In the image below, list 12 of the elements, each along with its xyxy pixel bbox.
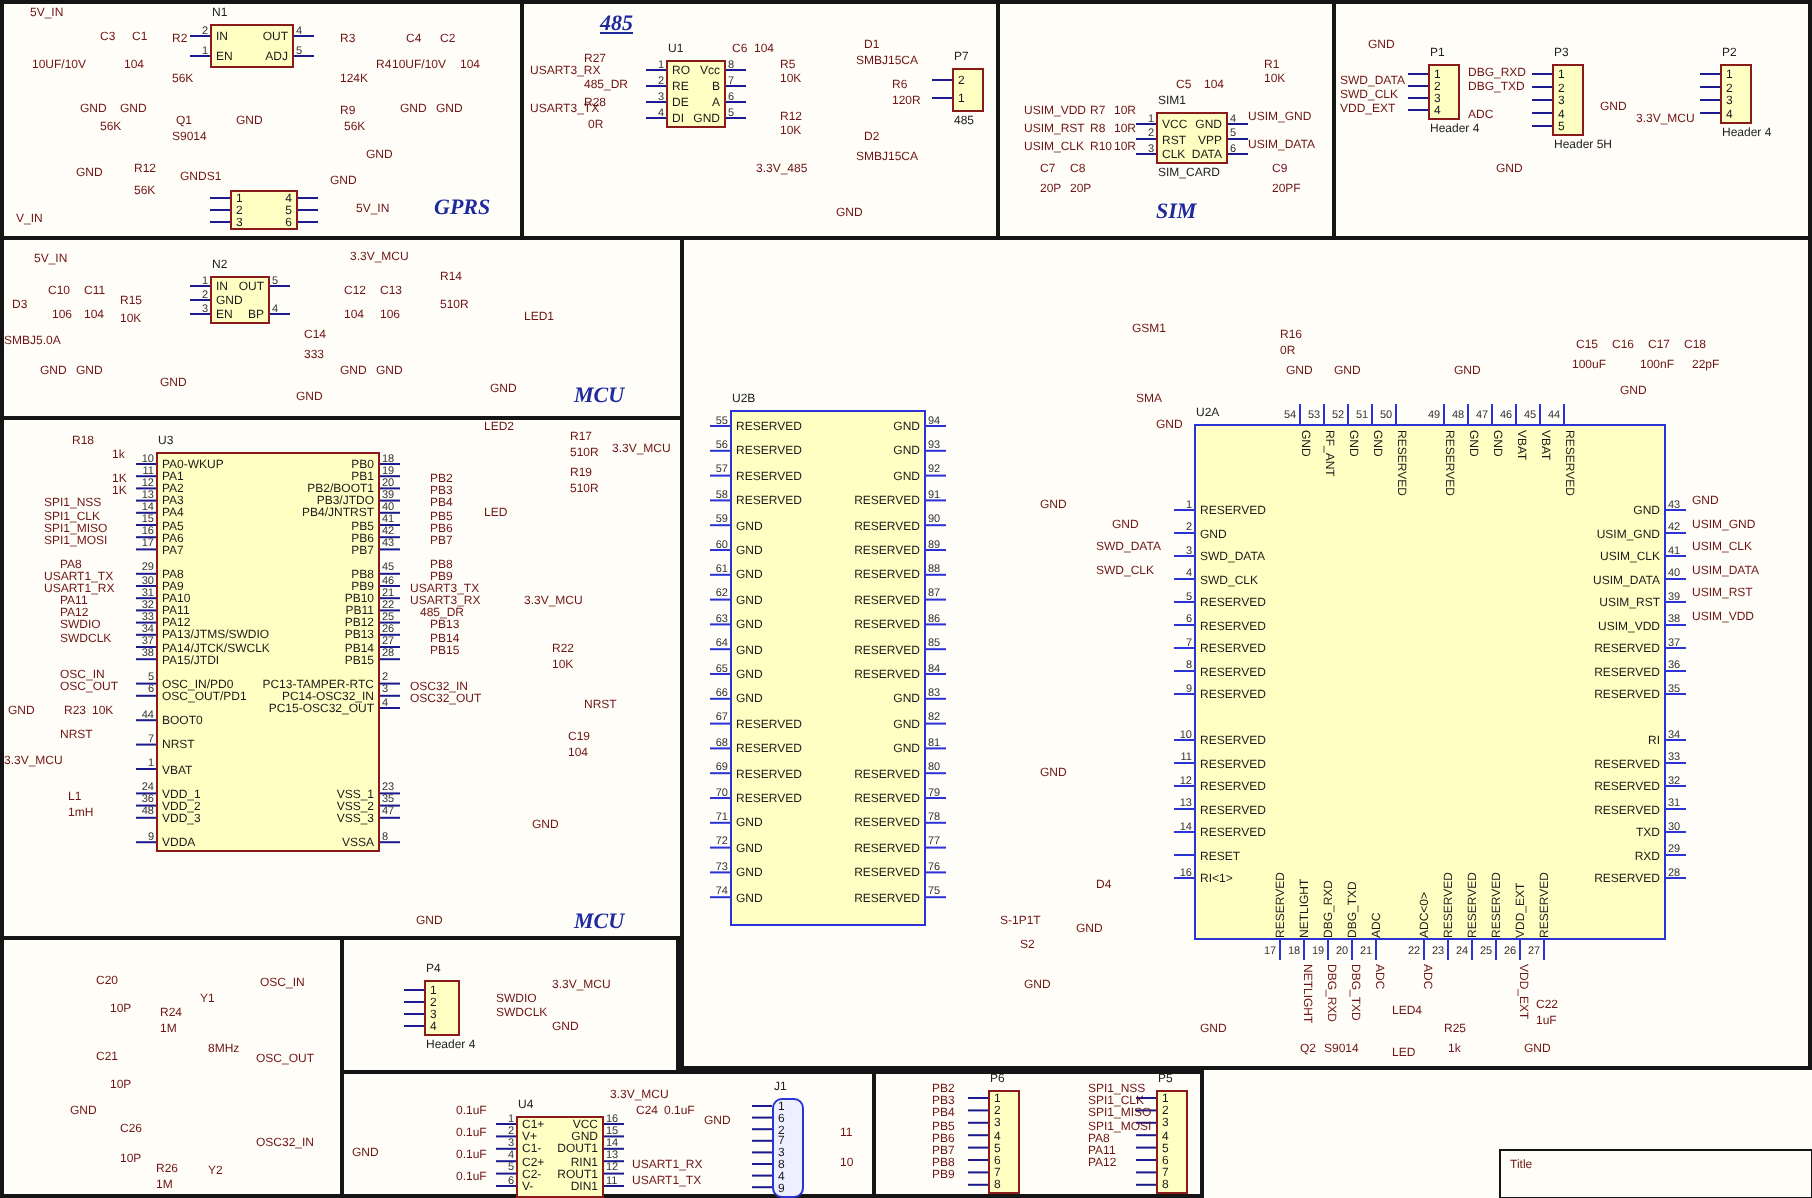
panel-title: MCU: [574, 384, 625, 408]
schematic-panel: [0, 936, 344, 1198]
panel-title: MCU: [574, 910, 625, 934]
schematic-panel: [872, 1070, 1204, 1198]
panel-title: SIM: [1156, 200, 1197, 224]
schematic-panel: [680, 236, 1812, 1070]
panel-title: 485: [600, 12, 633, 36]
schematic-panel: [340, 1070, 876, 1198]
schematic-panel: [1332, 0, 1812, 240]
panel-title: GPRS: [434, 196, 491, 220]
schematic-panel: [0, 0, 524, 240]
switch-package: [206, 190, 322, 230]
